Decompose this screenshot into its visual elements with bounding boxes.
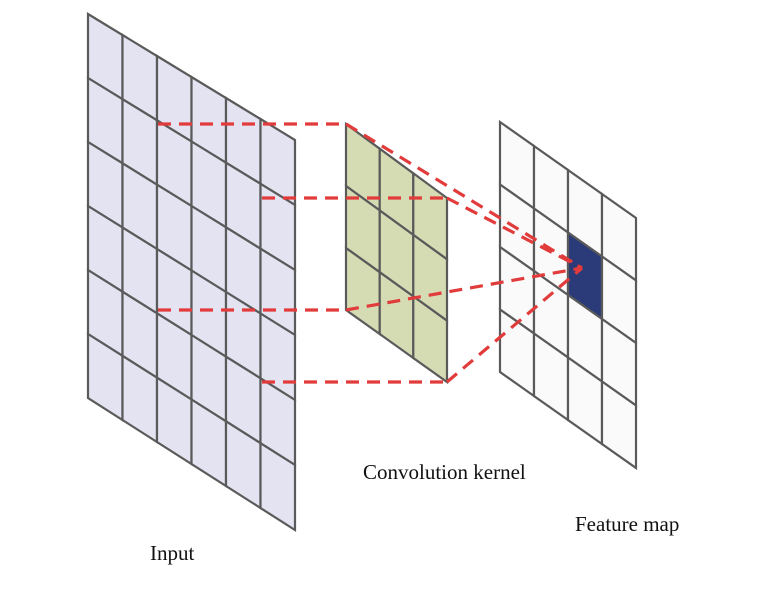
dashed-connector: [446, 196, 583, 270]
input-label: Input: [150, 541, 195, 565]
input-grid: [86, 12, 297, 533]
dashed-connector: [345, 122, 583, 270]
feature-map-label: Feature map: [575, 512, 680, 536]
dashed-connector: [445, 266, 584, 384]
dashed-connector: [345, 266, 583, 312]
kernel-label: Convolution kernel: [363, 460, 526, 484]
feature-map-grid: [498, 119, 638, 471]
feature-map-cell: [600, 379, 638, 471]
input-cell: [259, 441, 297, 533]
kernel-grid: [344, 121, 449, 385]
connector-lines: [158, 122, 584, 384]
